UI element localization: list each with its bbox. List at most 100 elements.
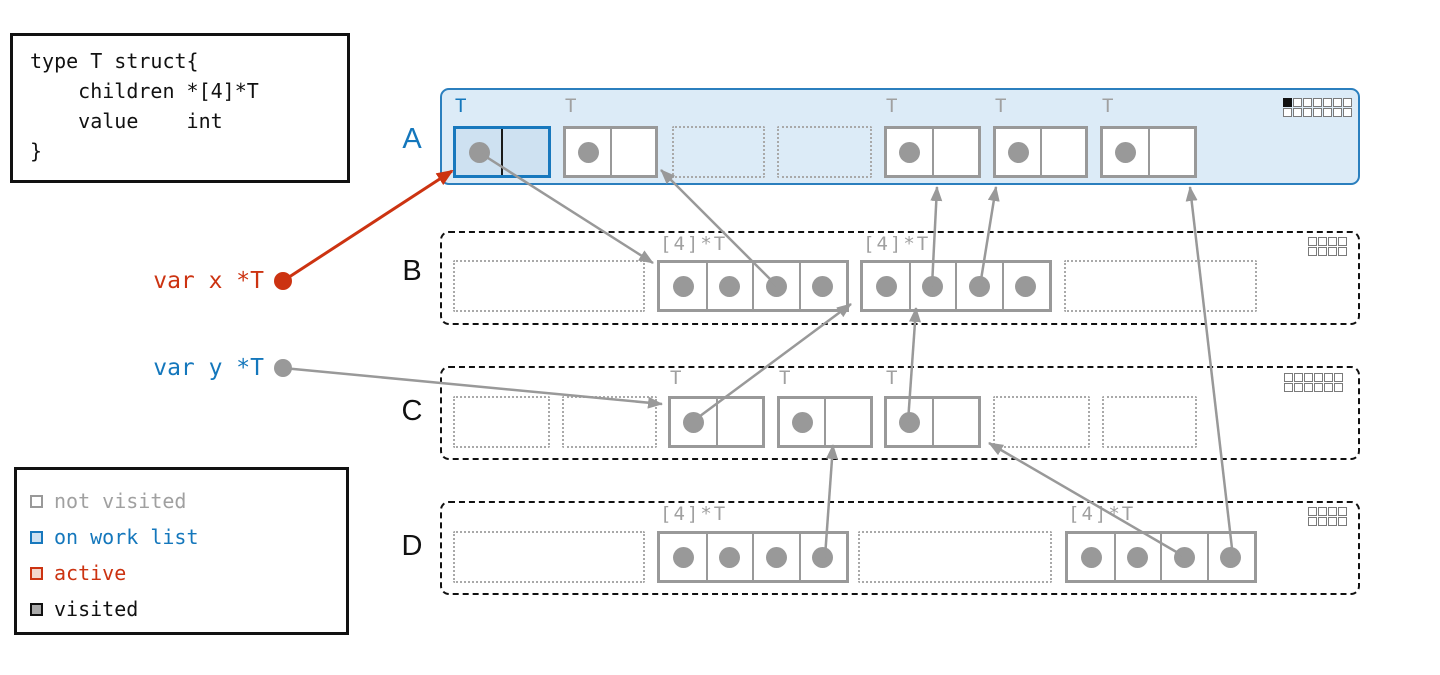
bitmap-bit: [1328, 507, 1337, 516]
bitmap-bit: [1308, 247, 1317, 256]
object-cell-T: [777, 396, 873, 448]
active-swatch-icon: [30, 566, 43, 580]
legend-label: active: [54, 561, 127, 585]
legend-label: on work list: [54, 525, 199, 549]
array-divider: [955, 263, 957, 309]
var-x-dot: [274, 272, 292, 290]
object-cell-T: [668, 396, 765, 448]
heap-span-D: [440, 501, 1360, 595]
allocation-bitmap-icon: [1283, 98, 1352, 117]
type-label: T: [779, 367, 793, 389]
legend-item-visited: visited: [30, 595, 138, 623]
array-divider: [1160, 534, 1162, 580]
pointer-dot: [1115, 141, 1137, 163]
type-label: [4]*T: [660, 503, 728, 525]
free-slot: [858, 531, 1052, 583]
pointer-dot: [812, 275, 834, 297]
legend-item-active: active: [30, 559, 126, 587]
legend: not visited on work list active visited: [14, 467, 349, 635]
field-divider: [931, 129, 934, 175]
object-cell-T: [1100, 126, 1197, 178]
pointer-dot: [899, 141, 921, 163]
pointer-dot: [1173, 546, 1195, 568]
legend-label: not visited: [54, 489, 187, 513]
bitmap-bit: [1313, 108, 1322, 117]
array-divider: [798, 534, 801, 580]
free-slot: [453, 260, 645, 312]
pointer-dot: [1220, 546, 1242, 568]
type-label: T: [670, 367, 684, 389]
bitmap-bit: [1318, 507, 1327, 516]
bitmap-bit: [1313, 98, 1322, 107]
object-cell-array4: [657, 260, 849, 312]
bitmap-bit: [1323, 98, 1332, 107]
bitmap-bit: [1338, 517, 1347, 526]
allocation-bitmap-icon: [1308, 237, 1347, 256]
var-y-label: var y *T: [153, 355, 264, 381]
free-slot: [453, 396, 550, 448]
field-divider: [931, 399, 934, 445]
type-label: [4]*T: [863, 233, 931, 255]
type-label: T: [886, 367, 900, 389]
object-cell-T: [884, 126, 981, 178]
pointer-dot: [1015, 275, 1037, 297]
pointer-dot: [683, 411, 705, 433]
bitmap-bit: [1293, 108, 1302, 117]
free-slot: [453, 531, 645, 583]
object-cell-array4: [1065, 531, 1257, 583]
bitmap-bit: [1338, 237, 1347, 246]
object-cell-T: [884, 396, 981, 448]
free-slot: [777, 126, 872, 178]
bitmap-bit: [1318, 517, 1327, 526]
visited-swatch-icon: [30, 602, 43, 616]
free-slot: [1064, 260, 1257, 312]
bitmap-bit: [1294, 383, 1303, 392]
bitmap-bit: [1284, 373, 1293, 382]
type-label: T: [455, 95, 469, 117]
bitmap-bit: [1314, 373, 1323, 382]
var-y-dot: [274, 359, 292, 377]
not-visited-swatch-icon: [30, 494, 43, 508]
allocation-bitmap-icon: [1308, 507, 1347, 526]
bitmap-bit: [1308, 237, 1317, 246]
bitmap-bit: [1328, 247, 1337, 256]
bitmap-bit: [1308, 507, 1317, 516]
pointer-dot: [922, 275, 944, 297]
free-slot: [993, 396, 1090, 448]
pointer-dot: [792, 411, 813, 433]
object-cell-T-on-worklist: [453, 126, 551, 178]
object-cell-array4: [657, 531, 849, 583]
bitmap-bit: [1304, 373, 1313, 382]
pointer-dot: [719, 275, 741, 297]
pointer-dot: [812, 546, 834, 568]
heap-span-letter-D: D: [401, 530, 423, 562]
pointer-dot: [1007, 141, 1029, 163]
array-divider: [1001, 263, 1004, 309]
object-cell-T: [563, 126, 658, 178]
type-label: T: [886, 95, 900, 117]
pointer-dot: [899, 411, 921, 433]
bitmap-bit: [1314, 383, 1323, 392]
field-divider: [501, 129, 503, 175]
pointer-dot: [672, 275, 694, 297]
pointer-dot: [577, 141, 599, 163]
free-slot: [1102, 396, 1197, 448]
array-divider: [908, 263, 911, 309]
array-divider: [798, 263, 801, 309]
field-divider: [715, 399, 718, 445]
heap-span-letter-B: B: [402, 255, 422, 287]
array-divider: [705, 534, 708, 580]
free-slot: [562, 396, 657, 448]
allocation-bitmap-icon: [1284, 373, 1343, 392]
bitmap-bit: [1333, 98, 1342, 107]
type-label: [4]*T: [1068, 503, 1136, 525]
struct-definition-code: type T struct{ children *[4]*T value int…: [30, 49, 259, 163]
legend-label: visited: [54, 597, 139, 621]
bitmap-bit: [1334, 373, 1343, 382]
object-cell-T: [993, 126, 1088, 178]
type-label: T: [1102, 95, 1116, 117]
heap-span-C: [440, 366, 1360, 460]
bitmap-bit: [1338, 507, 1347, 516]
pointer-dot: [765, 546, 787, 568]
